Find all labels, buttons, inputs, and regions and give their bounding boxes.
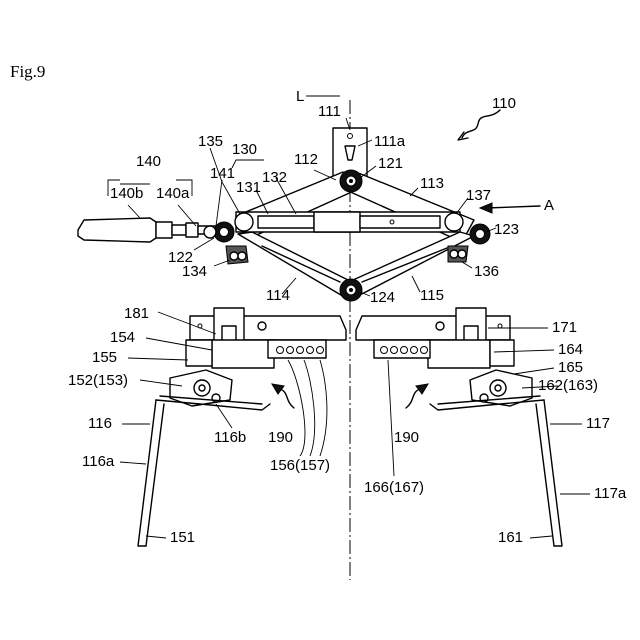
right-base-171 [356, 308, 514, 368]
label-154: 154 [110, 329, 135, 346]
label-165: 165 [558, 359, 583, 376]
label-141: 141 [210, 165, 235, 182]
label-110: 110 [492, 95, 516, 112]
label-124: 124 [370, 289, 395, 306]
label-115: 115 [420, 287, 444, 304]
label-132: 132 [262, 169, 287, 186]
label-166: 166(167) [364, 479, 424, 496]
arrow-190-left-head [272, 384, 284, 394]
handle-140 [78, 218, 218, 242]
label-155: 155 [92, 349, 117, 366]
label-161: 161 [498, 529, 523, 546]
label-116: 116 [88, 415, 112, 432]
label-A: A [544, 197, 554, 214]
label-114: 114 [266, 287, 290, 304]
lower-arm-115 [344, 232, 474, 298]
label-113: 113 [420, 175, 444, 192]
label-121: 121 [378, 155, 403, 172]
left-base-181 [186, 308, 346, 368]
label-116b: 116b [214, 429, 246, 446]
label-117: 117 [586, 415, 610, 432]
label-123: 123 [494, 221, 519, 238]
label-156: 156(157) [270, 457, 330, 474]
label-140: 140 [136, 153, 161, 170]
label-140a: 140a [156, 185, 190, 202]
label-140b: 140b [110, 185, 143, 202]
label-134: 134 [182, 263, 207, 280]
label-164: 164 [558, 341, 583, 358]
lower-arm-114 [238, 232, 356, 298]
bolt-134 [226, 246, 248, 264]
arrow-190-right-head [416, 384, 428, 394]
nut-137 [445, 213, 463, 231]
label-162: 162(163) [538, 377, 598, 394]
leg-plate-116 [138, 396, 270, 546]
label-152: 152(153) [68, 372, 128, 389]
label-181: 181 [124, 305, 149, 322]
label-116a: 116a [82, 453, 115, 470]
figure-title: Fig.9 [10, 62, 45, 81]
label-190-left: 190 [268, 429, 293, 446]
wavy-lead-110 [462, 110, 500, 138]
label-151: 151 [170, 529, 195, 546]
arrow-A [486, 206, 540, 208]
pivot-123 [470, 224, 490, 244]
label-112: 112 [294, 151, 318, 168]
leg-plate-117 [430, 396, 562, 546]
screw-shaft-131 [236, 212, 460, 232]
label-190-right: 190 [394, 429, 419, 446]
bolt-136 [448, 246, 468, 262]
label-117a: 117a [594, 485, 627, 502]
label-136: 136 [474, 263, 499, 280]
label-L: L [296, 88, 304, 105]
label-137: 137 [466, 187, 491, 204]
pivot-121 [340, 170, 362, 192]
pivot-122 [204, 222, 234, 242]
nut-135 [235, 213, 253, 231]
label-130: 130 [232, 141, 257, 158]
label-111a: 111a [374, 133, 406, 150]
label-131: 131 [236, 179, 261, 196]
label-135: 135 [198, 133, 223, 150]
pivot-124 [340, 279, 362, 301]
arrow-A-head [480, 203, 492, 213]
label-111: 111 [318, 103, 341, 120]
label-171: 171 [552, 319, 577, 336]
